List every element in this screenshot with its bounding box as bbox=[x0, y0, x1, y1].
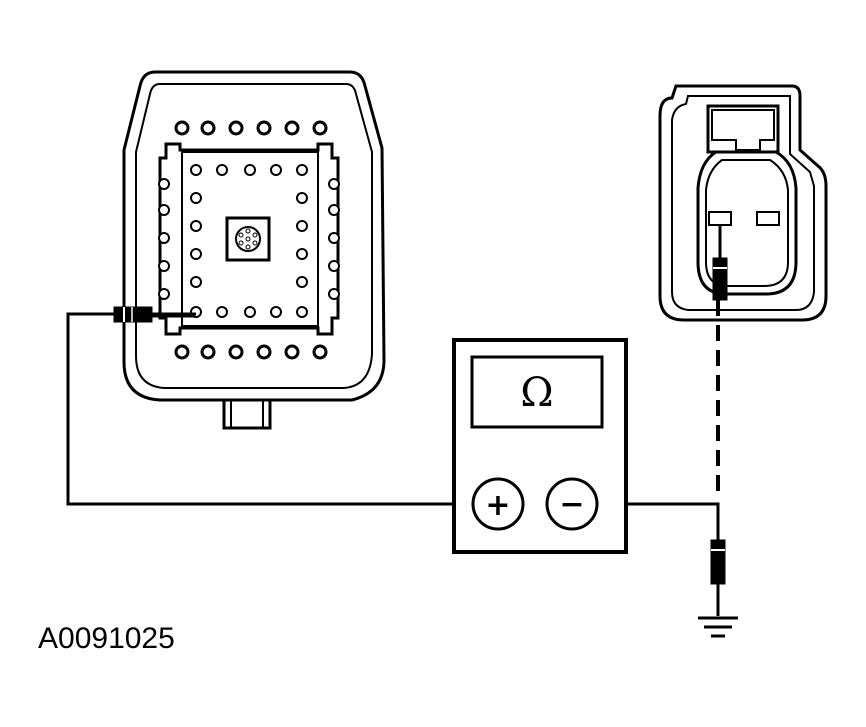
meter-display-symbol: Ω bbox=[520, 370, 553, 416]
connector-pin bbox=[200, 344, 216, 360]
connector-pin bbox=[228, 344, 244, 360]
connector-pin bbox=[216, 306, 228, 318]
connector-pin bbox=[158, 178, 170, 190]
ground-probe bbox=[710, 539, 726, 585]
connector-pin bbox=[328, 260, 340, 272]
connector-pin bbox=[158, 288, 170, 300]
connector-pin bbox=[312, 120, 328, 136]
connector-pin bbox=[190, 248, 202, 260]
connector-pin bbox=[256, 120, 272, 136]
connector-pin bbox=[296, 220, 308, 232]
connector-pin bbox=[328, 232, 340, 244]
sensor-connector bbox=[658, 84, 828, 322]
connector-pin bbox=[284, 344, 300, 360]
connector-pin bbox=[270, 306, 282, 318]
connector-pin bbox=[190, 220, 202, 232]
ohmmeter: Ω + − bbox=[452, 338, 628, 554]
connector-pin bbox=[190, 276, 202, 288]
connector-pin bbox=[158, 260, 170, 272]
connector-pin bbox=[244, 306, 256, 318]
connector-pins bbox=[158, 120, 340, 360]
connector-pin bbox=[328, 288, 340, 300]
connector-pin bbox=[244, 164, 256, 176]
positive-lead-path bbox=[66, 312, 472, 506]
connector-pin bbox=[312, 344, 328, 360]
connector-pin bbox=[200, 120, 216, 136]
meter-display bbox=[470, 355, 604, 429]
connector-pin bbox=[296, 276, 308, 288]
module-probe bbox=[113, 306, 196, 323]
connector-pin bbox=[158, 232, 170, 244]
connector-pin bbox=[296, 164, 308, 176]
test-leads bbox=[66, 224, 722, 616]
negative-terminal bbox=[545, 477, 599, 531]
sensor-probe bbox=[712, 257, 728, 301]
connector-pin bbox=[296, 248, 308, 260]
connector-pin bbox=[328, 204, 340, 216]
connector-pin bbox=[174, 344, 190, 360]
connector-pin bbox=[190, 192, 202, 204]
connector-pin bbox=[158, 204, 170, 216]
positive-terminal bbox=[471, 477, 525, 531]
connector-pin bbox=[256, 344, 272, 360]
connector-pin bbox=[328, 178, 340, 190]
ground-icon bbox=[698, 616, 738, 638]
figure-reference-id: A0091025 bbox=[38, 622, 175, 655]
connector-pin bbox=[190, 164, 202, 176]
connector-pin bbox=[284, 120, 300, 136]
connector-pin bbox=[270, 164, 282, 176]
positive-terminal-label: + bbox=[485, 488, 510, 523]
connector-pin bbox=[296, 192, 308, 204]
module-connector bbox=[122, 70, 386, 430]
negative-terminal-label: − bbox=[559, 487, 584, 522]
connector-pin bbox=[216, 164, 228, 176]
negative-lead-path bbox=[598, 502, 720, 545]
connector-pin bbox=[228, 120, 244, 136]
connector-pin bbox=[296, 306, 308, 318]
connector-pin bbox=[174, 120, 190, 136]
